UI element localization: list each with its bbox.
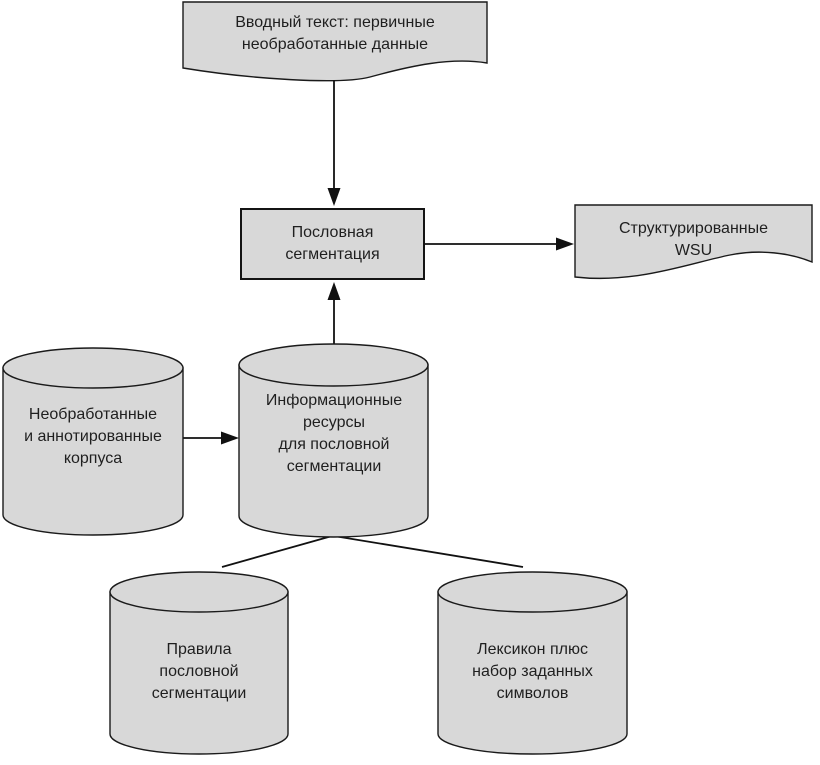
segmentation-process-shape — [240, 208, 425, 280]
input-text-document-shape — [182, 1, 488, 82]
arrow-segmentation-to-wsu-head — [556, 237, 574, 251]
arrow-corpora-to-resources-head — [221, 431, 239, 445]
rules-database-top — [109, 571, 289, 613]
rules-database-body — [109, 591, 289, 755]
lexicon-database-top — [437, 571, 628, 613]
arrow-input-to-segmentation-head — [327, 188, 341, 206]
lexicon-database-body — [437, 591, 628, 755]
corpora-database-body — [2, 367, 184, 536]
corpora-database-top — [2, 347, 184, 389]
structured-wsu-document-shape — [574, 204, 813, 280]
resources-database-body — [238, 364, 429, 538]
connector-resources-to-lexicon — [333, 535, 524, 568]
arrow-resources-to-segmentation-head — [327, 282, 341, 300]
resources-database-top — [238, 343, 429, 387]
connector-resources-to-rules — [221, 535, 333, 568]
